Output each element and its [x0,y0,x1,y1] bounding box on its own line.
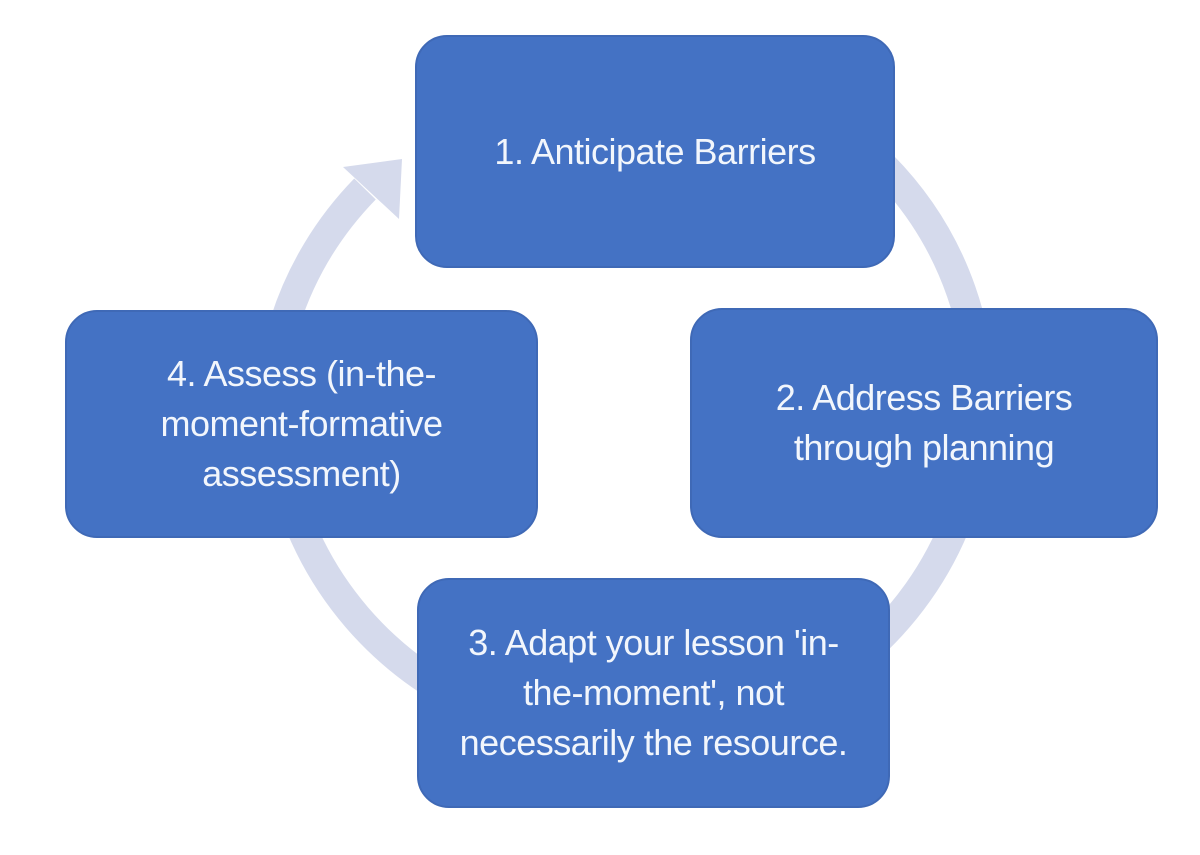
cycle-arrow-head [343,159,402,219]
cycle-step-4-label: 4. Assess (in-the- moment-formative asse… [160,353,443,494]
cycle-step-1-box: 1. Anticipate Barriers [415,35,895,268]
cycle-step-2-label: 2. Address Barriers through planning [775,377,1073,468]
cycle-step-3-label: 3. Adapt your lesson 'in- the-moment', n… [459,622,848,763]
cycle-step-1-label: 1. Anticipate Barriers [494,130,816,172]
cycle-arrow-shaft [270,178,376,327]
cycle-step-4-box: 4. Assess (in-the- moment-formative asse… [65,310,538,538]
cycle-step-2-box: 2. Address Barriers through planning [690,308,1158,538]
cycle-step-3-box: 3. Adapt your lesson 'in- the-moment', n… [417,578,890,808]
